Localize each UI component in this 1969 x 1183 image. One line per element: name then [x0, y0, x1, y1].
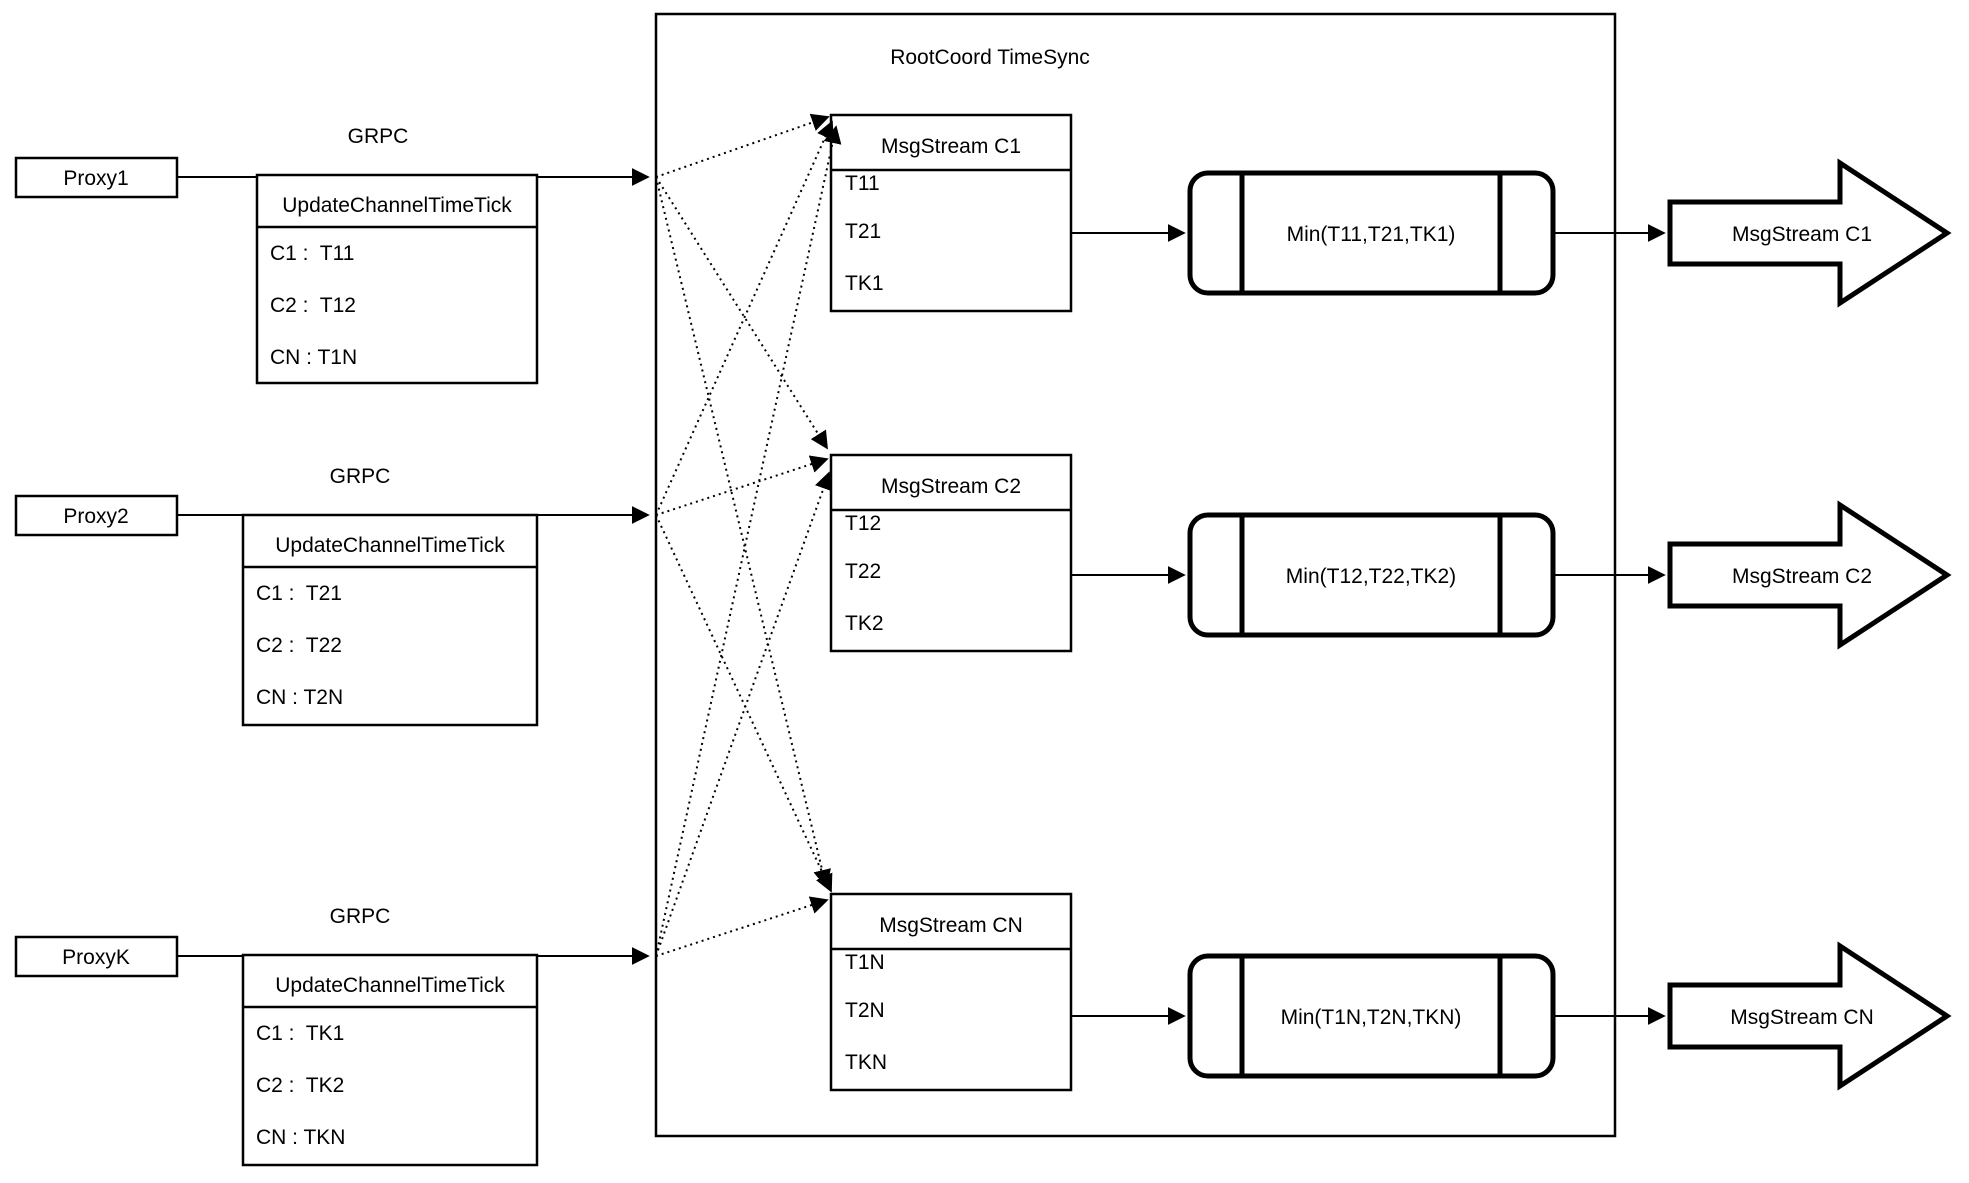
block-arrow-shape: [1667, 941, 1952, 1091]
rootcoord-title: RootCoord TimeSync: [890, 46, 1090, 69]
min-node: Min(T12,T22,TK2): [1187, 512, 1556, 638]
update-channel-timetick-table: UpdateChannelTimeTick C1 : TK1 C2 : TK2 …: [241, 953, 539, 1167]
dotted-link-proxy1-c1: [655, 113, 830, 178]
min-node: Min(T1N,T2N,TKN): [1187, 953, 1556, 1079]
table-row: C1 : T11: [270, 242, 354, 265]
msgstream-box: [829, 453, 1073, 653]
msgstream-row: TKN: [845, 1051, 887, 1074]
block-arrow-shape: [1667, 500, 1952, 650]
msgstream-title: MsgStream CN: [879, 914, 1023, 937]
table-box: [241, 513, 539, 727]
msgstream-title: MsgStream C1: [881, 135, 1021, 158]
table-row: CN : T2N: [256, 686, 343, 709]
table-row: C2 : T22: [256, 634, 342, 657]
proxy-label: ProxyK: [62, 946, 130, 969]
proxy-row-3: ProxyK GRPC UpdateChannelTimeTick C1 : T…: [14, 125, 1952, 1167]
proxy-box: [14, 156, 179, 199]
table-row: C2 : T12: [270, 294, 356, 317]
msgstream-table: MsgStream C2 T12 T22 TK2: [829, 453, 1073, 653]
table-row: C2 : TK2: [256, 1074, 344, 1097]
table-header: UpdateChannelTimeTick: [282, 194, 512, 217]
msgstream-row: T12: [845, 512, 881, 535]
table-header: UpdateChannelTimeTick: [275, 534, 505, 557]
proxy-row-1: Proxy1 GRPC UpdateChannelTimeTick C1 : T…: [14, 113, 1952, 888]
min-box: [1187, 170, 1556, 296]
msgstream-table: MsgStream C1 T11 T21 TK1: [829, 113, 1073, 313]
msgstream-row: T2N: [845, 999, 885, 1022]
table-row: CN : T1N: [270, 346, 357, 369]
output-stream-label: MsgStream C1: [1732, 223, 1872, 246]
proxy-row-2: Proxy2 GRPC UpdateChannelTimeTick C1 : T…: [14, 120, 1952, 893]
proxy-label: Proxy1: [63, 167, 128, 190]
output-stream-arrow: MsgStream C2: [1667, 500, 1952, 650]
min-box: [1187, 953, 1556, 1079]
block-arrow-shape: [1667, 158, 1952, 308]
output-stream-arrow: MsgStream C1: [1667, 158, 1952, 308]
proxy-box: [14, 935, 179, 978]
msgstream-row: T11: [845, 172, 880, 195]
msgstream-row: T1N: [845, 951, 885, 974]
table-row: C1 : TK1: [256, 1022, 344, 1045]
msgstream-box: [829, 892, 1073, 1092]
grpc-label: GRPC: [348, 125, 409, 148]
msgstream-box: [829, 113, 1073, 313]
update-channel-timetick-table: UpdateChannelTimeTick C1 : T11 C2 : T12 …: [255, 173, 539, 385]
table-box: [255, 173, 539, 385]
output-stream-label: MsgStream CN: [1730, 1006, 1874, 1029]
msgstream-row: T22: [845, 560, 881, 583]
table-header: UpdateChannelTimeTick: [275, 974, 505, 997]
table-box: [241, 953, 539, 1167]
msgstream-title: MsgStream C2: [881, 475, 1021, 498]
dotted-link-proxyk-c2: [655, 471, 833, 957]
grpc-label: GRPC: [330, 905, 391, 928]
msgstream-row: T21: [845, 220, 881, 243]
min-node: Min(T11,T21,TK1): [1187, 170, 1556, 296]
min-label: Min(T12,T22,TK2): [1286, 565, 1456, 588]
grpc-label: GRPC: [330, 465, 391, 488]
dotted-link-proxy1-cn: [655, 176, 831, 888]
msgstream-row: TK1: [845, 272, 884, 295]
msgstream-row: TK2: [845, 612, 884, 635]
table-row: C1 : T21: [256, 582, 342, 605]
table-row: CN : TKN: [256, 1126, 345, 1149]
update-channel-timetick-table: UpdateChannelTimeTick C1 : T21 C2 : T22 …: [241, 513, 539, 727]
proxy-label: Proxy2: [63, 505, 128, 528]
msgstream-table: MsgStream CN T1N T2N TKN: [829, 892, 1073, 1092]
min-label: Min(T11,T21,TK1): [1287, 223, 1456, 246]
min-box: [1187, 512, 1556, 638]
output-stream-label: MsgStream C2: [1732, 565, 1872, 588]
min-label: Min(T1N,T2N,TKN): [1281, 1006, 1462, 1029]
output-stream-arrow: MsgStream CN: [1667, 941, 1952, 1091]
